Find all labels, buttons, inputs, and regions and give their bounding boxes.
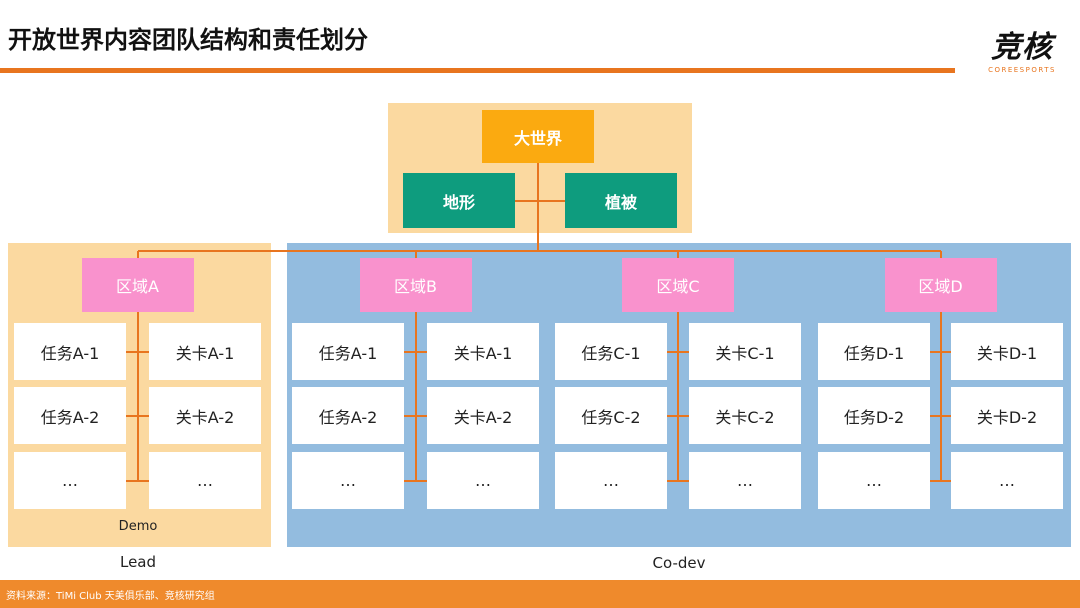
level-cell: 关卡C-1	[689, 323, 801, 380]
level-cell: 关卡C-2	[689, 387, 801, 444]
connector-line	[537, 163, 539, 251]
connector-line	[930, 351, 951, 353]
connector-line	[138, 250, 941, 252]
connector-line	[126, 415, 149, 417]
task-cell: 任务C-1	[555, 323, 667, 380]
logo-subtext: COREESPORTS	[988, 66, 1056, 74]
connector-line	[404, 351, 427, 353]
region-node: 区域B	[359, 258, 472, 312]
task-cell: 任务C-2	[555, 387, 667, 444]
connector-line	[515, 200, 565, 202]
demo-label: Demo	[118, 519, 158, 534]
title-divider	[0, 68, 955, 73]
terrain-node: 地形	[403, 173, 515, 228]
logo: 竞核 COREESPORTS	[972, 22, 1072, 74]
task-cell: …	[818, 452, 930, 509]
region-node: 区域D	[884, 258, 997, 312]
task-cell: …	[14, 452, 126, 509]
level-cell: 关卡A-1	[149, 323, 261, 380]
connector-line	[667, 480, 689, 482]
task-cell: …	[555, 452, 667, 509]
logo-text: 竞核	[991, 30, 1053, 65]
task-cell: 任务A-2	[292, 387, 404, 444]
task-cell: 任务A-1	[292, 323, 404, 380]
level-cell: 关卡D-1	[951, 323, 1063, 380]
task-cell: …	[292, 452, 404, 509]
level-cell: …	[689, 452, 801, 509]
region-node: 区域A	[81, 258, 194, 312]
connector-line	[136, 251, 139, 481]
connector-line	[414, 251, 417, 481]
root-node: 大世界	[482, 110, 594, 163]
connector-line	[939, 251, 942, 481]
level-cell: …	[951, 452, 1063, 509]
page-title: 开放世界内容团队结构和责任划分	[8, 26, 368, 54]
level-cell: …	[149, 452, 261, 509]
task-cell: 任务D-1	[818, 323, 930, 380]
level-cell: 关卡A-1	[427, 323, 539, 380]
task-cell: 任务A-1	[14, 323, 126, 380]
level-cell: 关卡A-2	[149, 387, 261, 444]
level-cell: 关卡A-2	[427, 387, 539, 444]
connector-line	[667, 415, 689, 417]
connector-line	[126, 480, 149, 482]
task-cell: 任务A-2	[14, 387, 126, 444]
connector-line	[667, 351, 689, 353]
connector-line	[126, 351, 149, 353]
connector-line	[930, 415, 951, 417]
task-cell: 任务D-2	[818, 387, 930, 444]
connector-line	[677, 251, 679, 481]
codev-label: Co-dev	[652, 554, 706, 572]
level-cell: 关卡D-2	[951, 387, 1063, 444]
level-cell: …	[427, 452, 539, 509]
vegetation-node: 植被	[565, 173, 677, 228]
lead-label: Lead	[119, 553, 157, 571]
connector-line	[930, 480, 951, 482]
connector-line	[404, 415, 427, 417]
connector-line	[404, 480, 427, 482]
source-footer: 资料来源：TiMi Club 天美俱乐部、竞核研究组	[0, 580, 1080, 608]
region-node: 区域C	[622, 258, 734, 312]
